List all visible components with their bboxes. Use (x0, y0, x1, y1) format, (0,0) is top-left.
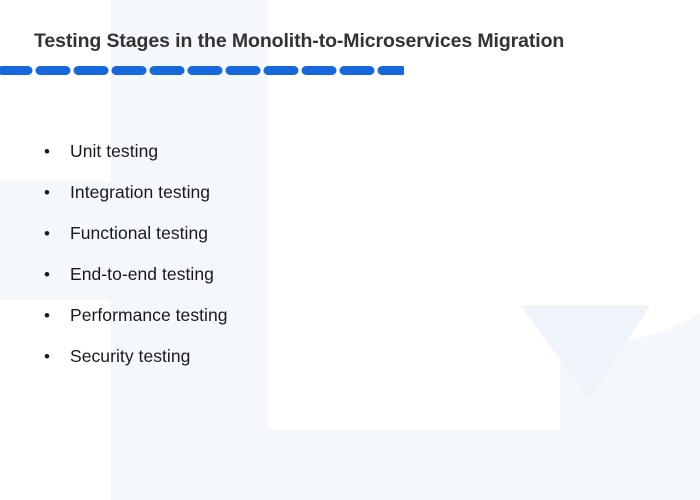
list-item: • Functional testing (44, 223, 228, 266)
dashed-underline-icon (0, 66, 404, 75)
list-item-label: Functional testing (70, 223, 209, 243)
page-title: Testing Stages in the Monolith-to-Micros… (34, 30, 565, 52)
bullet-dot-icon: • (44, 347, 50, 366)
list-item: • Unit testing (44, 141, 228, 184)
list-item: • Performance testing (44, 305, 228, 348)
list-item: • Integration testing (44, 182, 228, 225)
chevron-tint-shape (330, 305, 650, 400)
wedge-shape (268, 310, 360, 430)
bullet-dot-icon: • (44, 265, 50, 284)
list-item-label: Performance testing (70, 305, 228, 325)
list-item-label: Unit testing (70, 141, 159, 161)
bullet-dot-icon: • (44, 224, 50, 243)
list-item-label: End-to-end testing (70, 264, 214, 284)
list-item-label: Security testing (70, 346, 191, 366)
title-block: Testing Stages in the Monolith-to-Micros… (0, 28, 674, 75)
bullet-dot-icon: • (44, 183, 50, 202)
list-item: • End-to-end testing (44, 264, 228, 307)
testing-stages-list: • Unit testing • Integration testing • F… (44, 141, 228, 389)
list-item-label: Integration testing (70, 182, 211, 202)
corner-curve-shape (430, 0, 700, 180)
bullet-dot-icon: • (44, 306, 50, 325)
bullet-dot-icon: • (44, 142, 50, 161)
list-item: • Security testing (44, 346, 228, 389)
bottom-tint-block (268, 430, 700, 500)
speech-bubble-shape (268, 0, 700, 430)
